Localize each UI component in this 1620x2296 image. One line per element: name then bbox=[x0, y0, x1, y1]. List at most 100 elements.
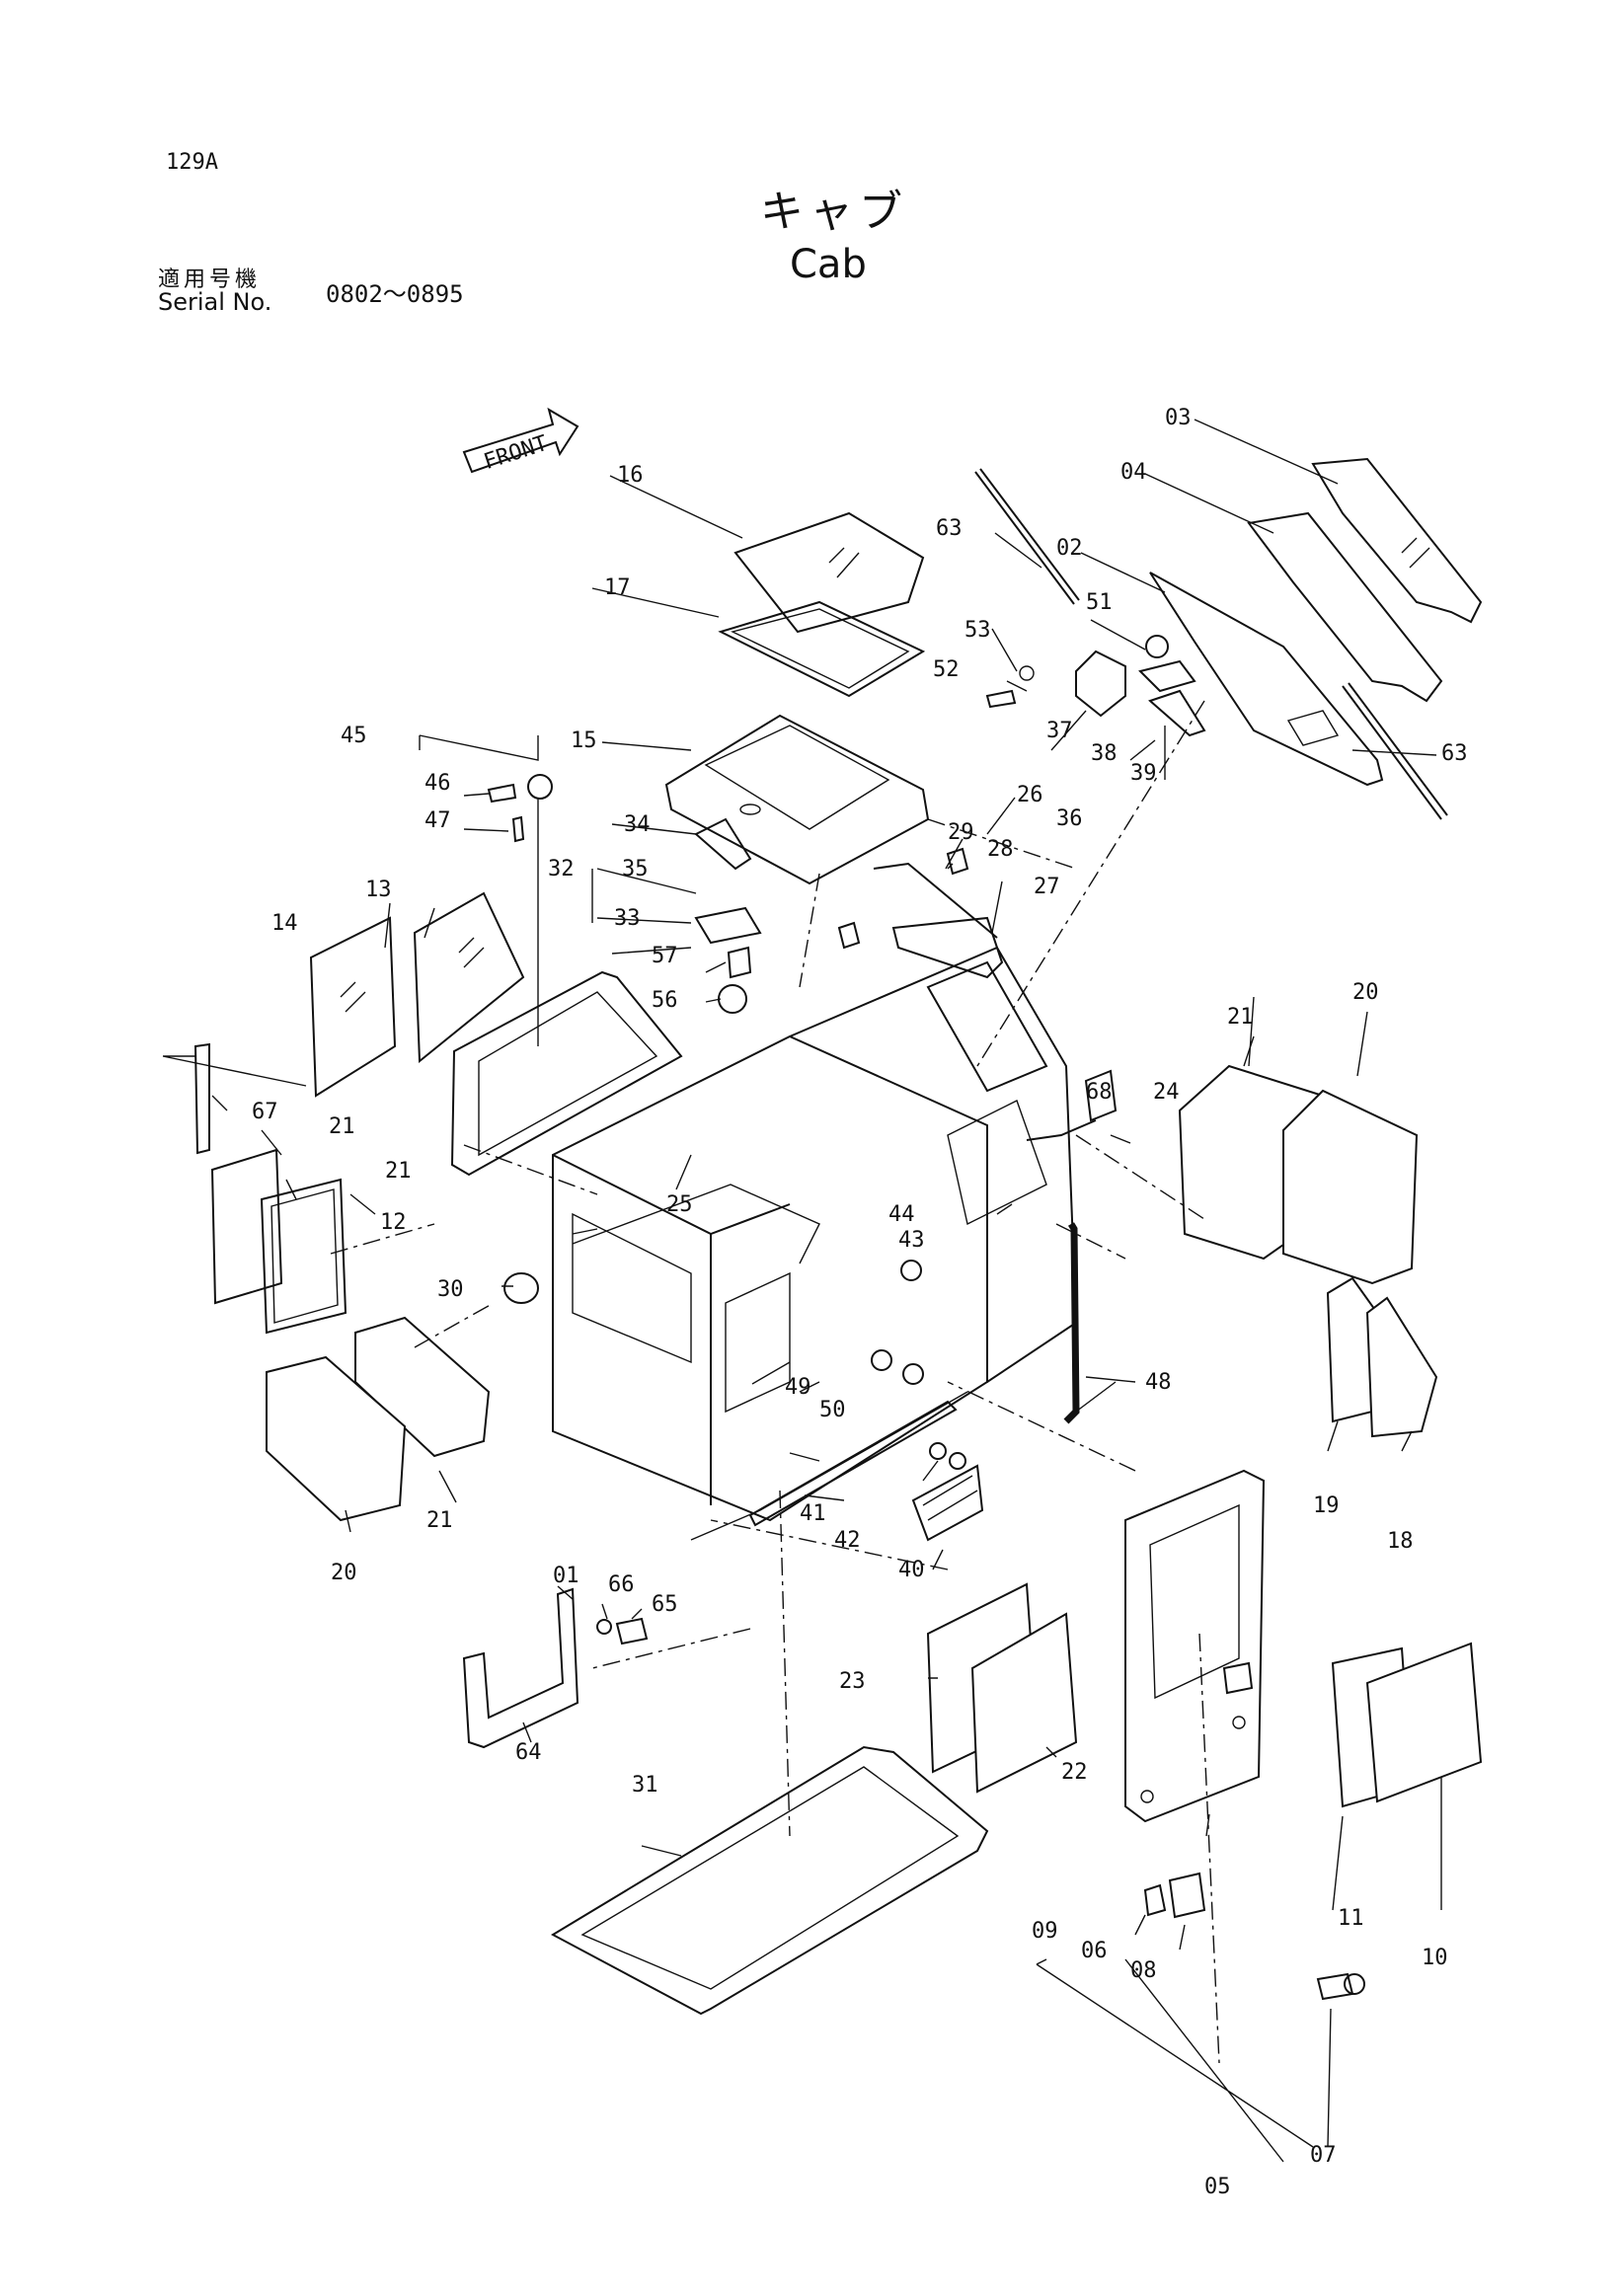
callout-37: 35 bbox=[622, 857, 649, 881]
rear-window-glass bbox=[1311, 457, 1483, 624]
storage-net bbox=[911, 1464, 984, 1542]
door-lock-parts bbox=[1143, 1872, 1365, 2001]
callout-21-left: 21 bbox=[426, 1508, 453, 1533]
callout-65: 65 bbox=[652, 1592, 678, 1617]
rear-window-seal bbox=[1247, 511, 1443, 703]
rear-window-frame bbox=[1149, 572, 1384, 787]
callout-04: 04 bbox=[1120, 460, 1147, 485]
callout-19: 19 bbox=[1313, 1493, 1340, 1518]
callout-23: 21 bbox=[385, 1159, 412, 1184]
callout-02: 02 bbox=[1056, 536, 1083, 561]
front-window-lower-glass bbox=[309, 916, 397, 1098]
callout-33: 31 bbox=[632, 1773, 658, 1798]
front-arrow: FRONT bbox=[462, 407, 579, 475]
callout-28: 26 bbox=[1017, 783, 1043, 807]
callout-05: 05 bbox=[1204, 2175, 1231, 2199]
sill-rail bbox=[748, 1400, 958, 1527]
grab-handle bbox=[1063, 1222, 1080, 1424]
callout-11: 11 bbox=[1338, 1906, 1364, 1931]
front-window-upper-glass bbox=[413, 891, 525, 1064]
roof-window-glass bbox=[733, 511, 925, 634]
callout-67: 67 bbox=[252, 1100, 278, 1124]
callout-16: 16 bbox=[617, 463, 644, 488]
callout-50: 48 bbox=[1145, 1370, 1172, 1395]
callout-38: 36 bbox=[1056, 806, 1083, 831]
callout-64: 64 bbox=[515, 1740, 542, 1765]
door-window-glass-left bbox=[970, 1612, 1078, 1794]
callout-17: 17 bbox=[604, 575, 631, 600]
left-front-small-seal bbox=[260, 1178, 347, 1335]
title-japanese: キャブ bbox=[760, 187, 908, 237]
left-side-window-glass bbox=[266, 1355, 407, 1522]
sun-visor bbox=[837, 847, 1004, 979]
roof-window-seal bbox=[718, 600, 926, 698]
callout-36: 34 bbox=[624, 812, 651, 837]
grommet bbox=[503, 1272, 539, 1304]
mirror bbox=[1026, 1069, 1118, 1141]
latch-assembly bbox=[985, 635, 1206, 737]
callout-41: 39 bbox=[1130, 761, 1157, 786]
serial-label-english: Serial No. bbox=[158, 288, 272, 316]
front-arrow-label: FRONT bbox=[481, 431, 551, 475]
leader-lines bbox=[211, 419, 1442, 2163]
callout-07: 07 bbox=[1310, 2143, 1337, 2168]
callout-46: 44 bbox=[888, 1202, 915, 1227]
callout-45: 43 bbox=[898, 1228, 925, 1253]
callout-22: 21 bbox=[329, 1114, 355, 1139]
left-front-small-glass bbox=[210, 1148, 283, 1305]
right-rear-window-glass bbox=[1365, 1296, 1438, 1438]
callout-12: 12 bbox=[380, 1210, 407, 1235]
callout-30: 28 bbox=[987, 837, 1014, 862]
callout-63-upper: 63 bbox=[936, 516, 963, 541]
callout-13: 13 bbox=[365, 878, 392, 902]
callout-51: 49 bbox=[785, 1375, 811, 1400]
wiper-bracket-assembly bbox=[487, 774, 762, 1046]
assembly-center-lines bbox=[330, 700, 1220, 2064]
serial-label-japanese: 適用号機 bbox=[158, 268, 262, 292]
serial-range: 0802～0895 bbox=[326, 280, 464, 308]
callout-49: 47 bbox=[424, 808, 451, 833]
callout-42: 40 bbox=[898, 1558, 925, 1582]
callout-57: 57 bbox=[652, 944, 678, 968]
callout-14: 14 bbox=[271, 911, 298, 936]
callout-34: 32 bbox=[548, 857, 575, 881]
callout-54: 52 bbox=[933, 657, 960, 682]
callout-29: 27 bbox=[1034, 875, 1060, 899]
callout-31: 29 bbox=[948, 820, 974, 845]
cab-roof bbox=[664, 714, 930, 885]
callout-08: 08 bbox=[1130, 1958, 1157, 1983]
callout-68: 68 bbox=[1086, 1080, 1113, 1105]
bolts-and-nuts bbox=[871, 1260, 966, 1470]
callout-39: 37 bbox=[1046, 719, 1073, 743]
callout-56: 56 bbox=[652, 988, 678, 1013]
callout-15: 15 bbox=[571, 728, 597, 753]
callout-06: 06 bbox=[1081, 1939, 1108, 1963]
window-rail-upper bbox=[974, 468, 1080, 605]
cab-door bbox=[1124, 1469, 1266, 1823]
callout-48: 46 bbox=[424, 771, 451, 796]
callout-66: 66 bbox=[608, 1572, 635, 1597]
callout-26: 24 bbox=[1153, 1080, 1180, 1105]
callout-35: 33 bbox=[614, 906, 641, 931]
callout-20-right: 20 bbox=[1352, 980, 1379, 1005]
callout-53: 51 bbox=[1086, 590, 1113, 615]
cab-body bbox=[552, 946, 1078, 1541]
title-english: Cab bbox=[790, 242, 867, 287]
callout-18: 18 bbox=[1387, 1529, 1414, 1554]
callout-44: 42 bbox=[834, 1528, 861, 1553]
callout-10: 10 bbox=[1422, 1946, 1448, 1970]
page-number: 129A bbox=[166, 150, 218, 175]
door-window-glass-right bbox=[1365, 1642, 1483, 1803]
callout-25: 23 bbox=[839, 1669, 866, 1694]
callout-32: 30 bbox=[437, 1277, 464, 1302]
window-guide-rail bbox=[162, 1042, 307, 1155]
callout-55: 53 bbox=[964, 618, 991, 643]
front-window-frame bbox=[450, 970, 683, 1177]
right-side-window-glass bbox=[1282, 1089, 1419, 1285]
callout-40: 38 bbox=[1091, 741, 1118, 766]
callout-21-right: 21 bbox=[1227, 1005, 1254, 1030]
callout-47: 45 bbox=[341, 724, 367, 748]
callout-03: 03 bbox=[1165, 406, 1192, 430]
